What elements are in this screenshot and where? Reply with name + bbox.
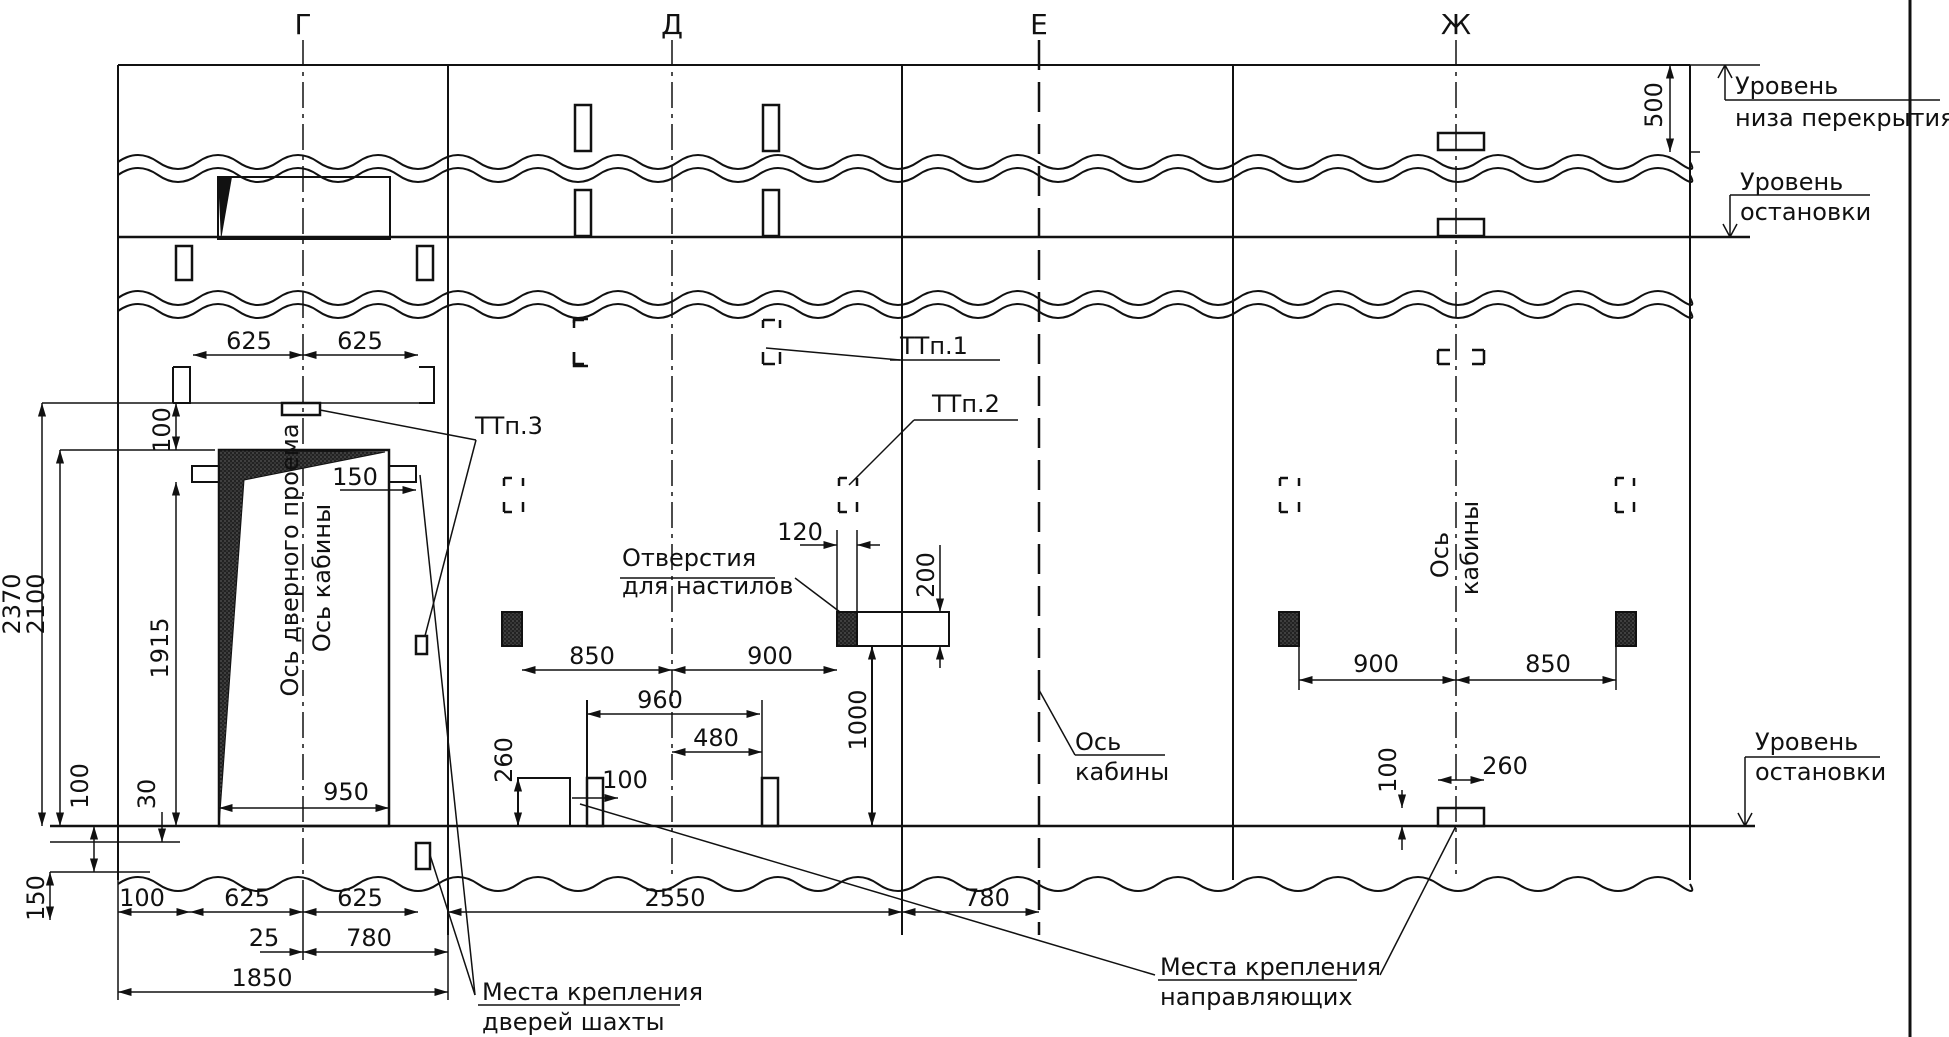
label-cabin-axis-right-l2: кабины <box>1456 501 1484 595</box>
axis-letter-e: Е <box>1030 8 1048 41</box>
label-level-stop-bot-l2: остановки <box>1755 758 1886 786</box>
label-level-stop-top-l1: Уровень <box>1740 168 1843 196</box>
dim-2100: 2100 <box>22 573 50 634</box>
dim-100-bottom: 100 <box>66 763 94 809</box>
label-ttp1: ТТп.1 <box>899 332 968 360</box>
upper-hatch <box>218 177 232 240</box>
dim-1000: 1000 <box>844 689 872 750</box>
dim-480: 480 <box>693 724 739 752</box>
dim-1915: 1915 <box>146 617 174 678</box>
label-ttp2: ТТп.2 <box>931 390 1000 418</box>
dim-625-base-right: 625 <box>337 884 383 912</box>
label-door-axis: Ось дверного проема <box>276 423 304 696</box>
label-cabin-axis-mid-l2: кабины <box>1075 758 1169 786</box>
label-door-mount-l2: дверей шахты <box>482 1008 665 1036</box>
label-cabin-axis-rotated: Ось кабины <box>308 504 336 652</box>
dim-25: 25 <box>249 924 280 952</box>
dim-625-top-right: 625 <box>337 327 383 355</box>
dim-200: 200 <box>912 552 940 598</box>
dim-100-right: 100 <box>1374 747 1402 793</box>
dim-780-mid: 780 <box>964 884 1010 912</box>
label-level-floor-l1: Уровень <box>1735 72 1838 100</box>
label-level-stop-bot-l1: Уровень <box>1755 728 1858 756</box>
dimension-text: 625 625 100 150 2370 2100 1915 100 30 95… <box>0 82 1668 992</box>
dim-850-right: 850 <box>1525 650 1571 678</box>
dim-900-mid: 900 <box>747 642 793 670</box>
label-holes-line2: для настилов <box>622 572 793 600</box>
dim-100-mid: 100 <box>602 766 648 794</box>
leader-lines <box>319 347 1457 1006</box>
label-door-mount-l1: Места крепления <box>482 978 703 1006</box>
label-cabin-axis-right-l1: Ось <box>1426 532 1454 578</box>
dim-260-right: 260 <box>1482 752 1528 780</box>
break-lines <box>117 154 1694 892</box>
axis-letter-g: Г <box>294 8 311 41</box>
dim-2370: 2370 <box>0 573 26 634</box>
dim-1850: 1850 <box>231 964 292 992</box>
dim-950: 950 <box>323 778 369 806</box>
dim-100-left: 100 <box>148 407 176 453</box>
level-markers <box>1717 64 1940 827</box>
guide-openings <box>501 611 1637 647</box>
dim-100-base: 100 <box>119 884 165 912</box>
dim-260-mid: 260 <box>490 737 518 783</box>
label-holes-line1: Отверстия <box>622 544 756 572</box>
dim-625-base-left: 625 <box>224 884 270 912</box>
mount-markers <box>502 317 1636 514</box>
label-guide-mount-l2: направляющих <box>1160 983 1353 1011</box>
door-brackets <box>172 366 435 404</box>
door-leaf-hatched <box>218 449 386 827</box>
dim-960: 960 <box>637 686 683 714</box>
axis-letter-zh: Ж <box>1441 8 1471 41</box>
dim-150-bottom: 150 <box>22 875 50 921</box>
dim-150-door: 150 <box>332 463 378 491</box>
shaft-walls <box>117 0 1912 1037</box>
label-cabin-axis-mid-l1: Ось <box>1075 728 1121 756</box>
dim-30: 30 <box>133 779 161 810</box>
dim-900-right: 900 <box>1353 650 1399 678</box>
label-guide-mount-l1: Места крепления <box>1160 953 1381 981</box>
dim-625-top-left: 625 <box>226 327 272 355</box>
label-ttp3: ТТп.3 <box>474 412 543 440</box>
dim-2550: 2550 <box>644 884 705 912</box>
dim-120: 120 <box>777 518 823 546</box>
dim-780-left: 780 <box>346 924 392 952</box>
dim-850-mid: 850 <box>569 642 615 670</box>
dim-500: 500 <box>1640 82 1668 128</box>
annotations: ТТп.1 ТТп.2 ТТп.3 Отверстия для настилов… <box>276 72 1949 1036</box>
axis-letter-d: Д <box>661 8 683 41</box>
label-level-stop-top-l2: остановки <box>1740 198 1871 226</box>
label-level-floor-l2: низа перекрытия <box>1735 104 1949 132</box>
door-opening <box>191 176 417 828</box>
dimension-lines <box>37 65 1675 1000</box>
